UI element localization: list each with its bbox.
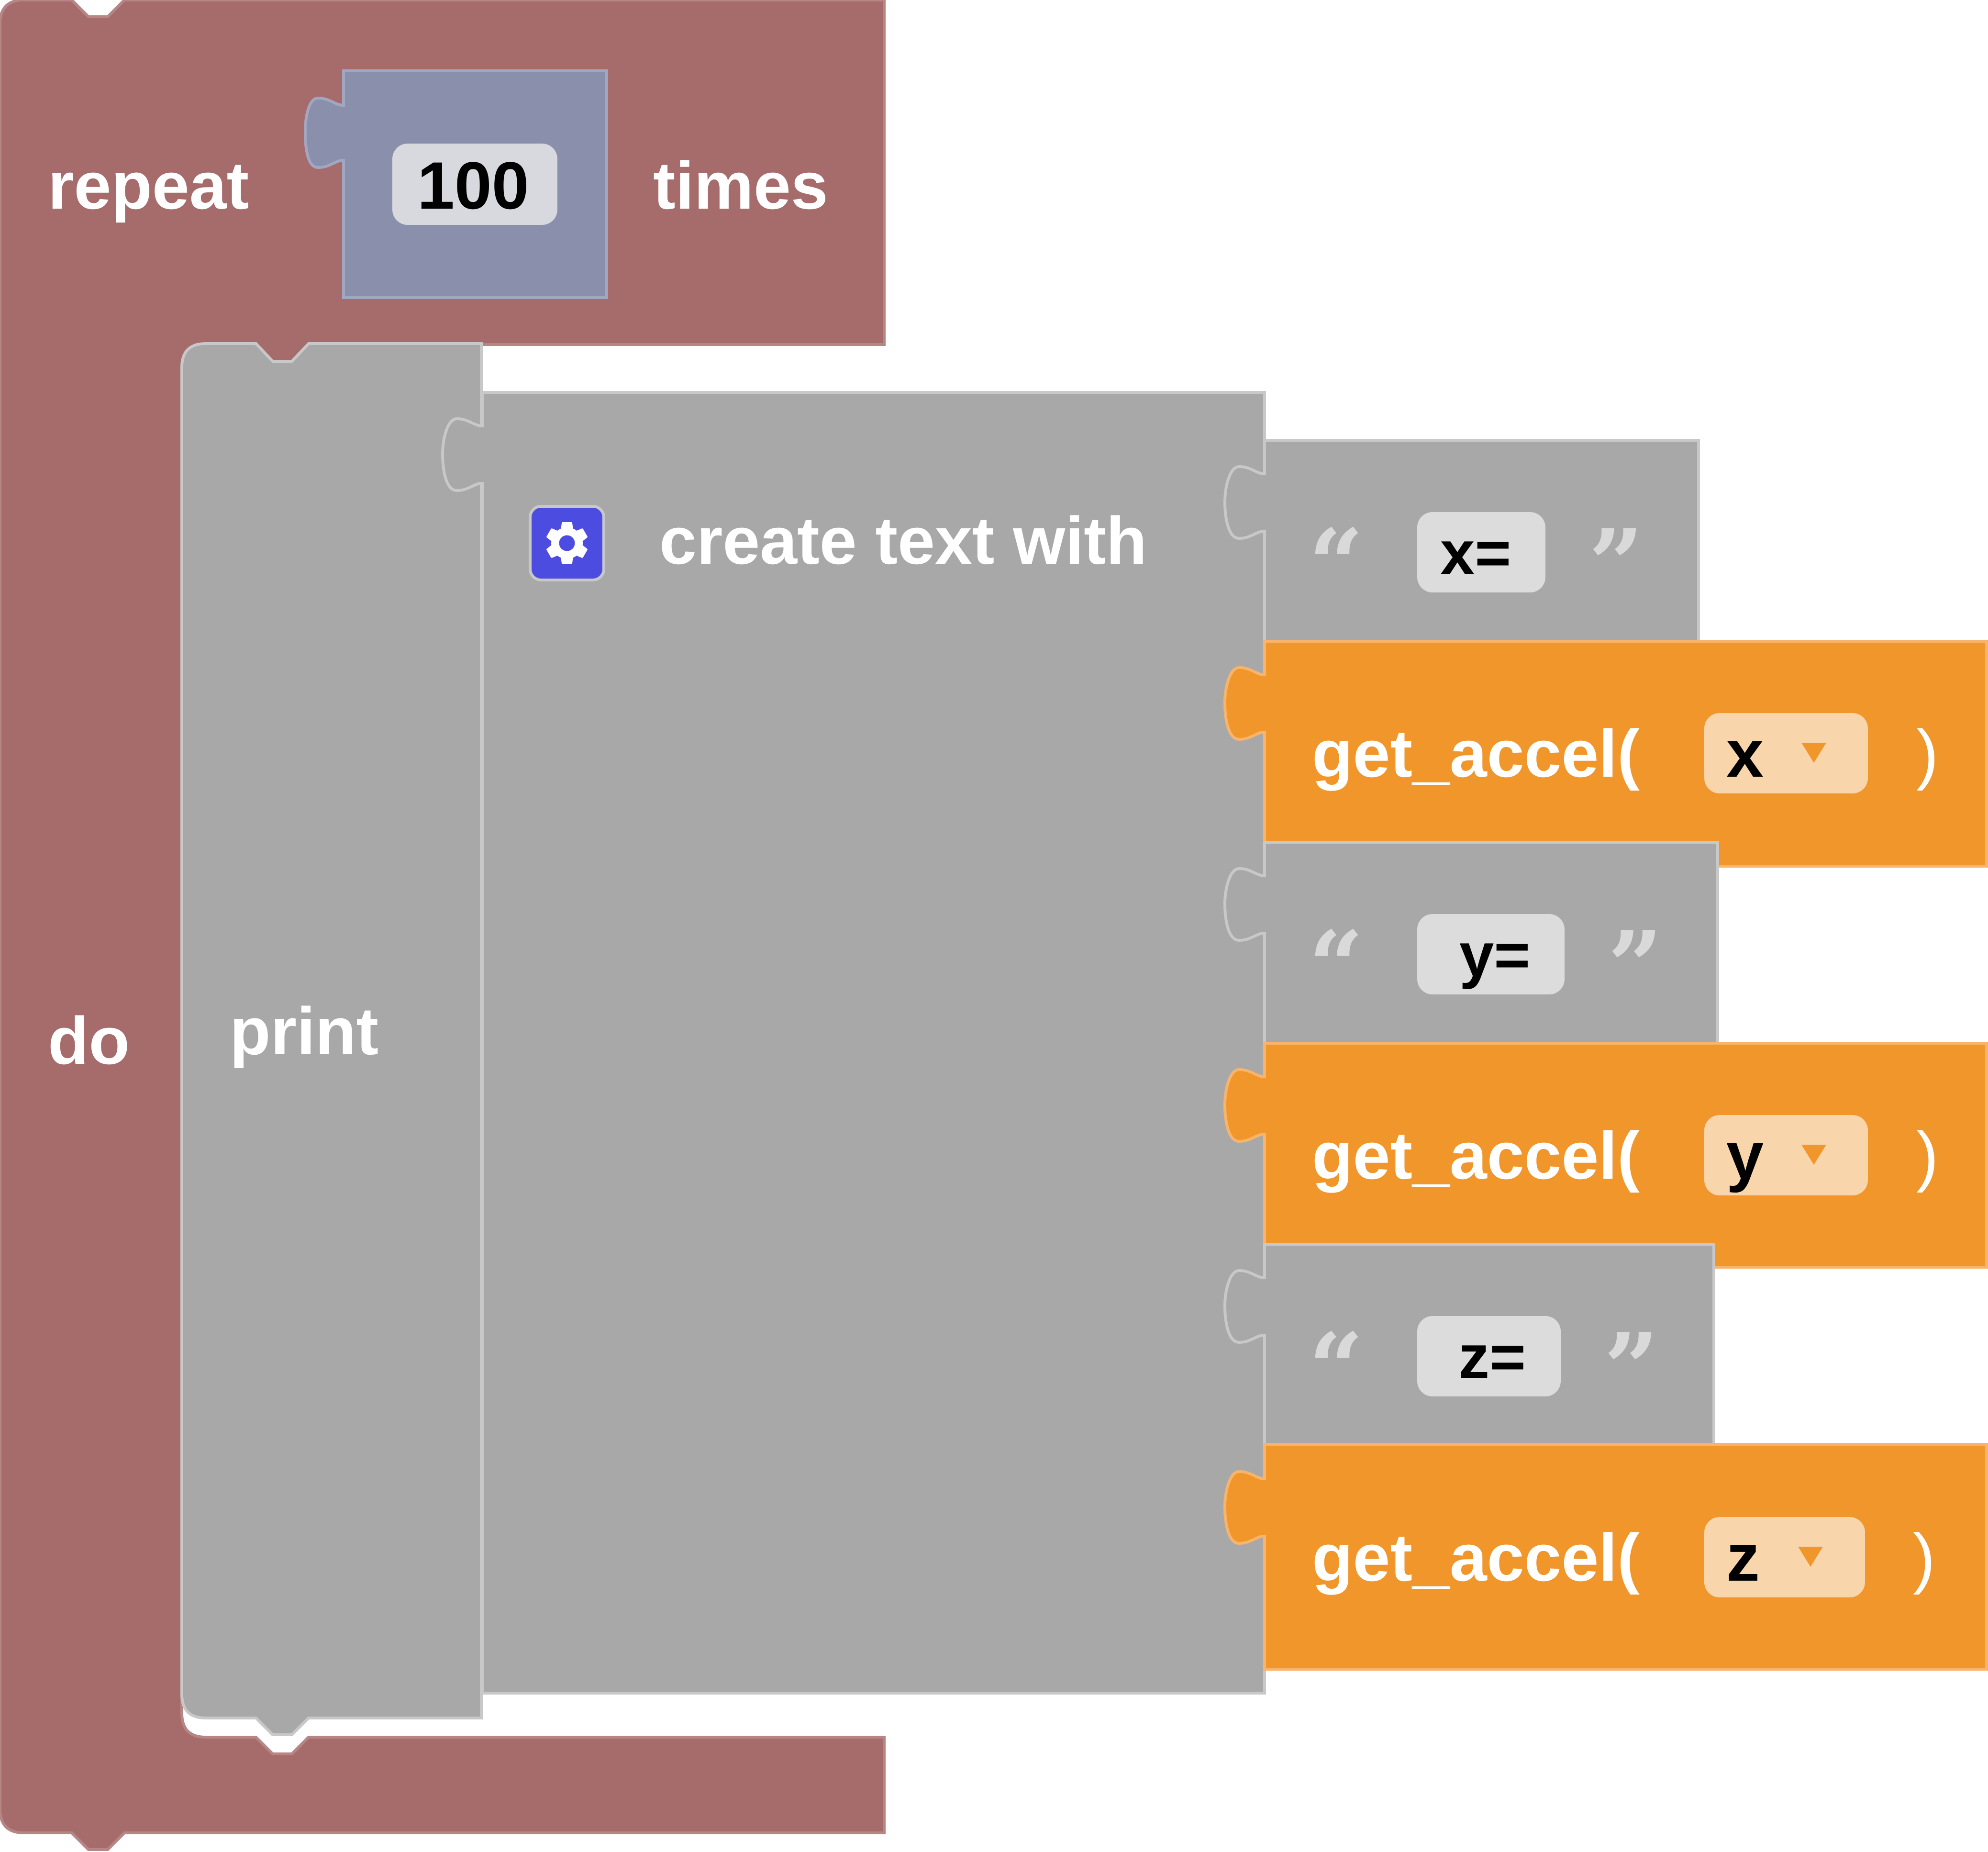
join-label: create text with — [659, 503, 1147, 578]
text-field-x[interactable] — [1417, 512, 1545, 592]
axis-dropdown-z-value: z — [1726, 1520, 1760, 1595]
axis-dropdown-x-value: x — [1726, 716, 1764, 791]
triangle-down-icon — [1801, 1145, 1826, 1165]
get-accel-label-x: get_accel( — [1312, 716, 1640, 791]
print-label: print — [230, 993, 379, 1069]
text-field-z[interactable] — [1417, 1316, 1561, 1396]
open-quote-x: “ — [1309, 508, 1364, 621]
repeat-label: repeat — [48, 148, 249, 223]
mutator-button[interactable] — [529, 505, 605, 581]
axis-dropdown-y[interactable] — [1704, 1115, 1868, 1195]
sensor-block-z[interactable] — [1223, 1443, 1988, 1671]
close-paren-y: ) — [1916, 1118, 1939, 1193]
axis-dropdown-z[interactable] — [1704, 1517, 1865, 1597]
text-field-x-value: x= — [1440, 518, 1511, 588]
repeat-count-value: 100 — [417, 148, 529, 223]
triangle-down-icon — [1801, 743, 1826, 763]
close-quote-y: ” — [1608, 910, 1663, 1023]
text-field-z-value: z= — [1458, 1322, 1526, 1392]
open-quote-z: “ — [1309, 1312, 1364, 1425]
text-field-y[interactable] — [1417, 914, 1565, 994]
times-label: times — [653, 148, 828, 223]
get-accel-label-z: get_accel( — [1312, 1520, 1640, 1595]
print-block[interactable] — [180, 342, 483, 1736]
close-quote-x: ” — [1588, 508, 1644, 621]
sensor-block-y[interactable] — [1223, 1042, 1988, 1269]
repeat-count-field[interactable] — [392, 144, 557, 225]
close-paren-x: ) — [1916, 716, 1939, 791]
triangle-down-icon — [1798, 1547, 1823, 1567]
do-label: do — [48, 1003, 130, 1078]
join-block[interactable] — [441, 391, 1266, 1695]
axis-dropdown-y-value: y — [1726, 1118, 1764, 1193]
close-paren-z: ) — [1913, 1520, 1935, 1595]
gear-icon — [546, 522, 588, 564]
open-quote-y: “ — [1309, 910, 1364, 1023]
sensor-block-x[interactable] — [1223, 640, 1988, 868]
text-field-y-value: y= — [1459, 920, 1531, 990]
axis-dropdown-x[interactable] — [1704, 713, 1868, 793]
get-accel-label-y: get_accel( — [1312, 1118, 1640, 1193]
close-quote-z: ” — [1604, 1312, 1659, 1425]
